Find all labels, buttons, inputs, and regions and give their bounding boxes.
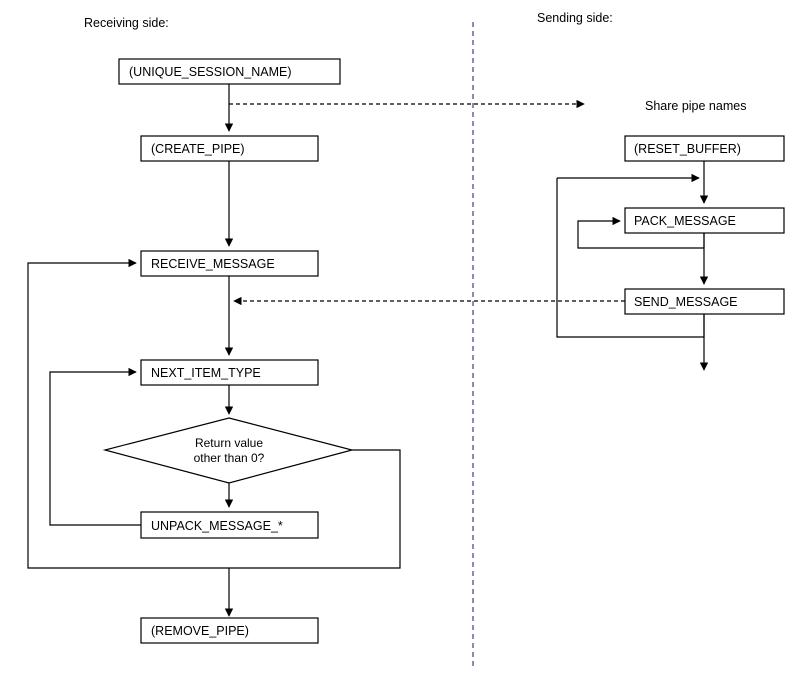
node-create-pipe-label: (CREATE_PIPE): [151, 142, 245, 156]
node-remove-pipe[interactable]: [140, 617, 319, 644]
node-receive-message[interactable]: [140, 250, 319, 277]
decision-label-line2: other than 0?: [194, 451, 265, 465]
node-receive-message-label: RECEIVE_MESSAGE: [151, 257, 275, 271]
node-remove-pipe-label: (REMOVE_PIPE): [151, 624, 249, 638]
edge-unpack-loop-to-next-item: [49, 367, 141, 526]
decision-label-line1: Return value: [195, 436, 263, 450]
node-next-item-type-label: NEXT_ITEM_TYPE: [151, 366, 261, 380]
node-unique-session-name[interactable]: [118, 58, 341, 85]
node-pack-message[interactable]: [624, 207, 785, 234]
edge-loop-to-receive-message: [27, 258, 229, 569]
node-unique-session-name-label: (UNIQUE_SESSION_NAME): [129, 65, 292, 79]
share-pipe-names-annotation: Share pipe names: [645, 99, 746, 113]
node-reset-buffer[interactable]: [624, 135, 785, 162]
sending-side-title: Sending side:: [537, 11, 613, 25]
node-pack-message-label: PACK_MESSAGE: [634, 214, 736, 228]
node-send-message[interactable]: [624, 288, 785, 315]
node-unpack-message-label: UNPACK_MESSAGE_*: [151, 519, 283, 533]
receiving-side-title: Receiving side:: [84, 16, 169, 30]
node-send-message-label: SEND_MESSAGE: [634, 295, 738, 309]
edge-decision-false-to-remove-pipe: [229, 449, 401, 569]
node-reset-buffer-label: (RESET_BUFFER): [634, 142, 741, 156]
node-create-pipe[interactable]: [140, 135, 319, 162]
